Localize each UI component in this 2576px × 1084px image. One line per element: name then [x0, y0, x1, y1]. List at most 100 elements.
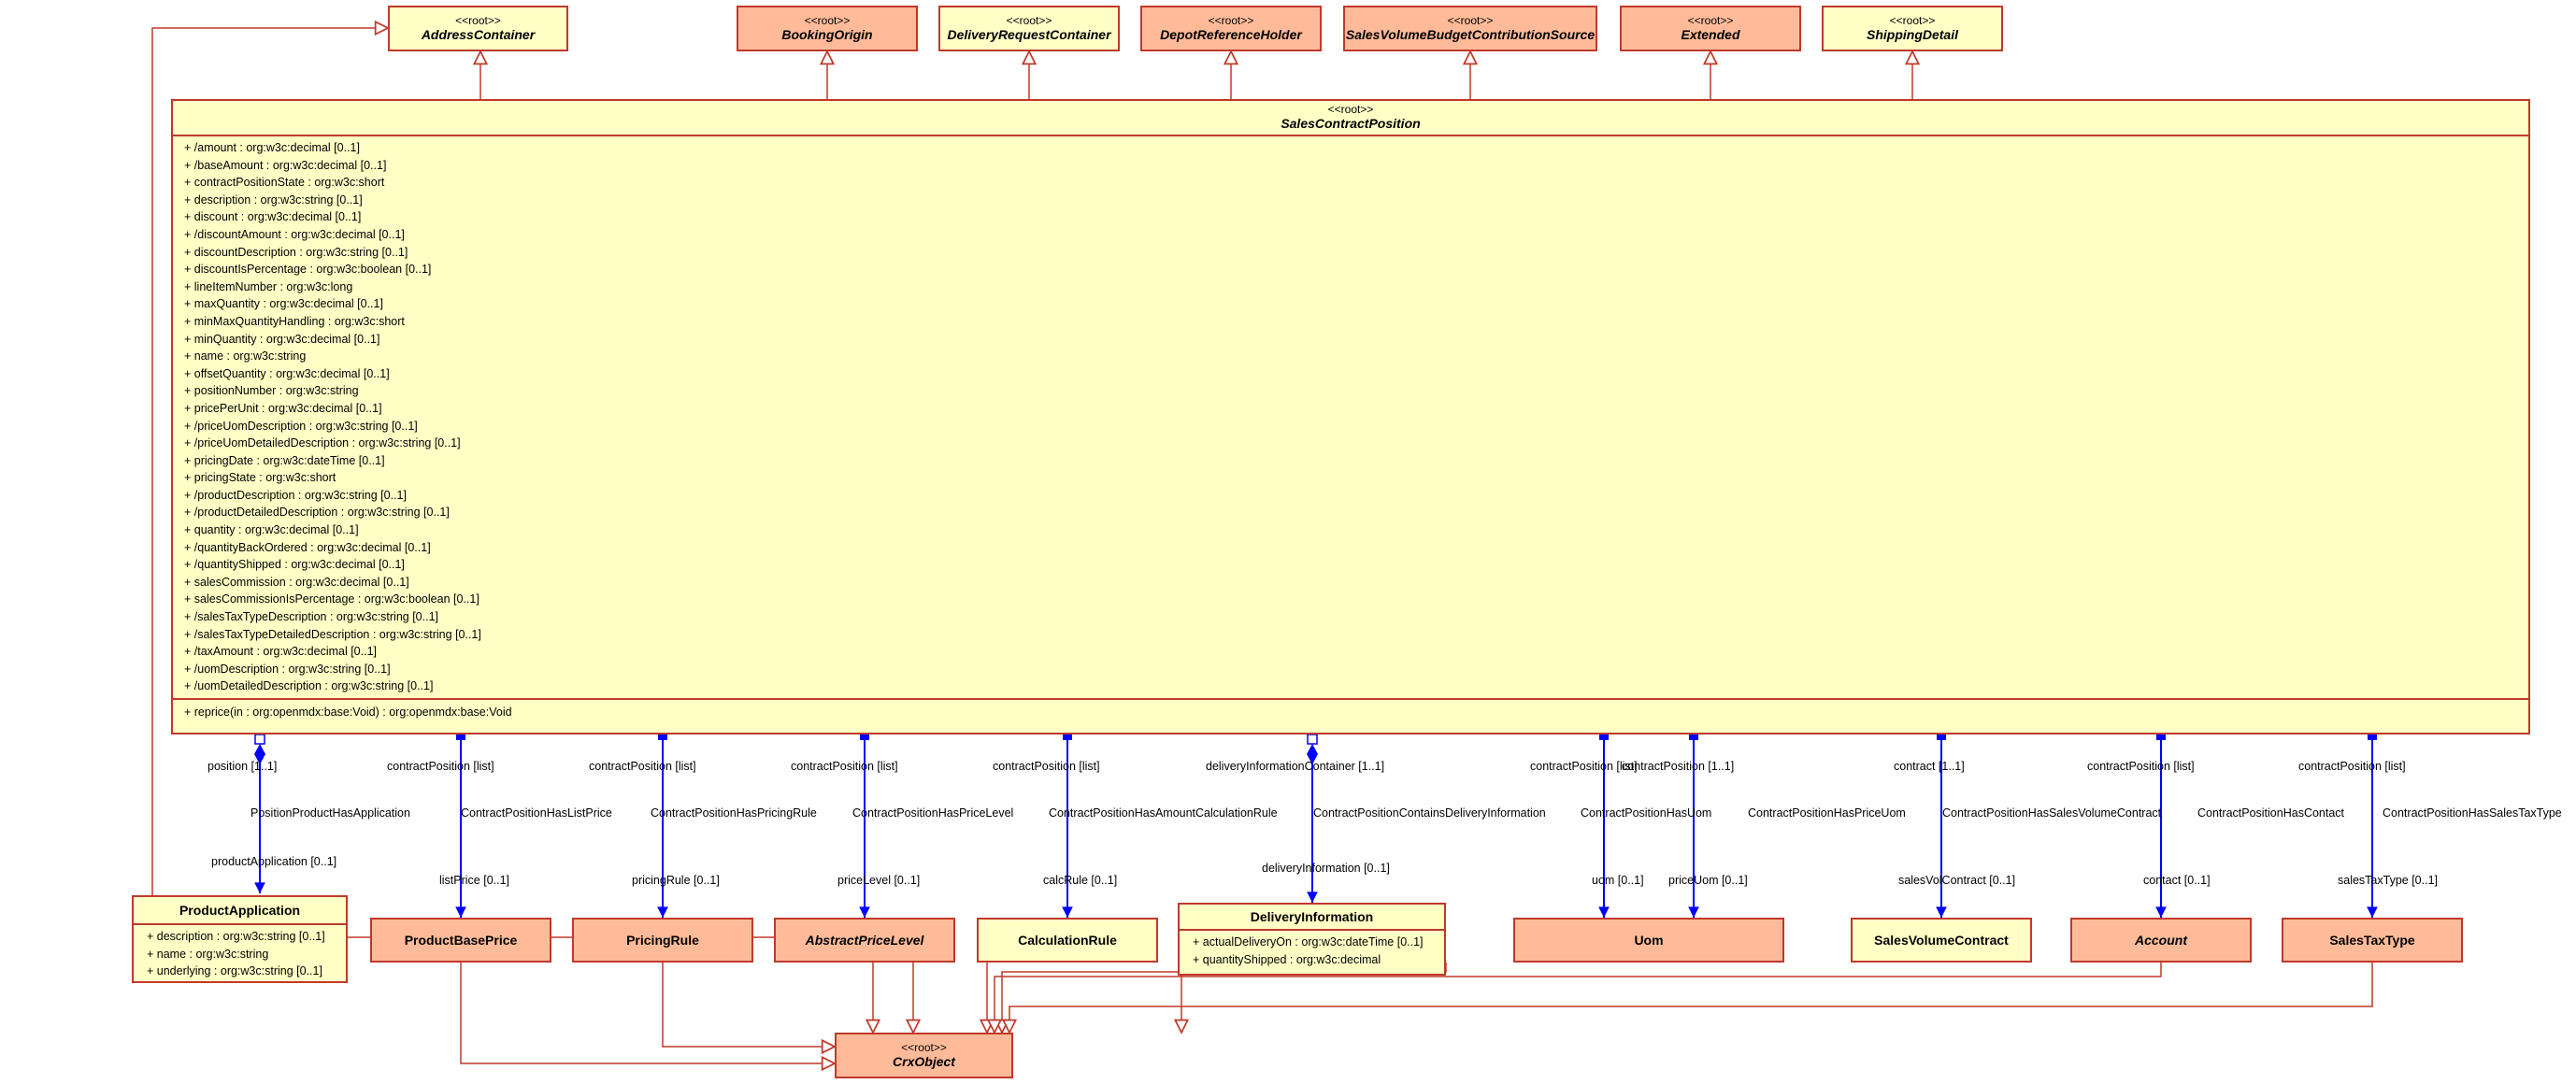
class-title-section: <<root>> SalesContractPosition — [173, 101, 2528, 136]
assoc-target-role: priceUom [0..1] — [1668, 874, 1748, 887]
class-name: AbstractPriceLevel — [805, 932, 924, 948]
class-address-container[interactable]: <<root>>AddressContainer — [388, 6, 568, 51]
assoc-name: ContractPositionContainsDeliveryInformat… — [1313, 806, 1546, 820]
stereotype-label: <<root>> — [1447, 14, 1494, 27]
assoc-source-role: contract [1..1] — [1894, 760, 1965, 773]
class-depot-reference-holder[interactable]: <<root>>DepotReferenceHolder — [1140, 6, 1322, 51]
attribute: + /discountAmount : org:w3c:decimal [0..… — [184, 227, 405, 241]
attribute: + pricePerUnit : org:w3c:decimal [0..1] — [184, 401, 382, 415]
class-delivery-information[interactable]: DeliveryInformation + actualDeliveryOn :… — [1178, 903, 1446, 976]
attribute: + /baseAmount : org:w3c:decimal [0..1] — [184, 158, 387, 172]
association-end-dot — [1063, 735, 1072, 740]
class-extended[interactable]: <<root>>Extended — [1620, 6, 1801, 51]
class-name: Account — [2135, 932, 2187, 948]
assoc-name: PositionProductHasApplication — [250, 806, 410, 820]
association-end-dot — [1599, 735, 1609, 740]
attribute-list: + /amount : org:w3c:decimal [0..1] + /bas… — [173, 136, 2528, 700]
association-end-dot — [860, 735, 869, 740]
attribute-list: + description : org:w3c:string [0..1]+ n… — [134, 925, 346, 983]
attribute: + /priceUomDescription : org:w3c:string … — [184, 419, 418, 433]
assoc-name: ContractPositionHasSalesTaxType — [2383, 806, 2562, 820]
association-end-dot — [1937, 735, 1946, 740]
class-name: AddressContainer — [421, 27, 536, 42]
attribute: + name : org:w3c:string — [147, 947, 269, 961]
assoc-name: ContractPositionHasPriceUom — [1748, 806, 1906, 820]
class-delivery-request-container[interactable]: <<root>>DeliveryRequestContainer — [938, 6, 1120, 51]
attribute: + /amount : org:w3c:decimal [0..1] — [184, 141, 360, 154]
attribute: + name : org:w3c:string — [184, 349, 307, 364]
assoc-source-role: contractPosition [list] — [387, 760, 494, 773]
class-name: DeliveryRequestContainer — [947, 27, 1111, 42]
class-name: Uom — [1634, 932, 1664, 948]
assoc-source-role: contractPosition [list] — [2298, 760, 2406, 773]
class-shipping-detail[interactable]: <<root>>ShippingDetail — [1822, 6, 2003, 51]
attribute: + pricingState : org:w3c:short — [184, 471, 336, 485]
assoc-source-role: contractPosition [list] — [589, 760, 696, 773]
assoc-target-role: deliveryInformation [0..1] — [1262, 862, 1390, 875]
stereotype-label: <<root>> — [901, 1041, 947, 1054]
class-product-application[interactable]: ProductApplication + description : org:w… — [132, 895, 348, 983]
class-pricing-rule[interactable]: PricingRule — [572, 918, 753, 963]
class-account[interactable]: Account — [2070, 918, 2252, 963]
class-sales-volume-contract[interactable]: SalesVolumeContract — [1851, 918, 2032, 963]
assoc-name: ContractPositionHasUom — [1581, 806, 1712, 820]
association-end-dot — [2368, 735, 2377, 740]
attribute: + underlying : org:w3c:string [0..1] — [147, 964, 322, 978]
class-sales-volume-budget-contribution-source[interactable]: <<root>>SalesVolumeBudgetContributionSou… — [1343, 6, 1597, 51]
attribute: + /salesTaxTypeDetailedDescription : org… — [184, 627, 481, 641]
association-edges — [254, 738, 2378, 918]
assoc-target-role: productApplication [0..1] — [211, 855, 337, 868]
attribute: + discountIsPercentage : org:w3c:boolean… — [184, 263, 432, 277]
stereotype-label: <<root>> — [1006, 14, 1052, 27]
attribute: + salesCommissionIsPercentage : org:w3c:… — [184, 592, 479, 606]
attribute: + minQuantity : org:w3c:decimal [0..1] — [184, 332, 380, 346]
attribute: + discountDescription : org:w3c:string [… — [184, 245, 408, 259]
gen-edge-productbaseprice-to-crxobject — [460, 963, 835, 1063]
association-ends — [254, 734, 2377, 764]
class-uom[interactable]: Uom — [1513, 918, 1784, 963]
class-name: CalculationRule — [1018, 932, 1117, 948]
class-title-section: ProductApplication — [134, 897, 346, 925]
class-name: SalesTaxType — [2329, 932, 2415, 948]
association-end-dot — [456, 735, 465, 740]
assoc-name: ContractPositionHasAmountCalculationRule — [1049, 806, 1278, 820]
assoc-source-role: contractPosition [list] — [791, 760, 898, 773]
assoc-source-role: contractPosition [list] — [993, 760, 1100, 773]
class-name: SalesVolumeBudgetContributionSource — [1345, 27, 1596, 42]
gen-edge-salestaxtype-to-crxobject — [1009, 963, 2373, 1033]
class-product-base-price[interactable]: ProductBasePrice — [370, 918, 551, 963]
assoc-source-role: position [1..1] — [208, 760, 278, 773]
attribute: + reprice(in : org:openmdx:base:Void) : … — [184, 706, 512, 719]
assoc-name: ContractPositionHasPricingRule — [651, 806, 817, 820]
class-name: DeliveryInformation — [1250, 909, 1374, 924]
assoc-target-role: salesVolContract [0..1] — [1898, 874, 2016, 887]
class-booking-origin[interactable]: <<root>>BookingOrigin — [737, 6, 918, 51]
assoc-target-role: pricingRule [0..1] — [632, 874, 720, 887]
class-sales-tax-type[interactable]: SalesTaxType — [2282, 918, 2463, 963]
assoc-name: ContractPositionHasSalesVolumeContract — [1942, 806, 2162, 820]
stereotype-label: <<root>> — [455, 14, 501, 27]
attribute: + actualDeliveryOn : org:w3c:dateTime [0… — [1193, 935, 1424, 948]
stereotype-label: <<root>> — [1208, 14, 1254, 27]
attribute: + contractPositionState : org:w3c:short — [184, 176, 385, 190]
class-name: CrxObject — [893, 1054, 955, 1069]
attribute: + salesCommission : org:w3c:decimal [0..… — [184, 575, 409, 589]
composition-diamond — [254, 744, 265, 764]
assoc-source-role: contractPosition [1..1] — [1622, 760, 1735, 773]
class-name: SalesContractPosition — [1281, 116, 1421, 131]
class-calculation-rule[interactable]: CalculationRule — [977, 918, 1158, 963]
assoc-target-role: calcRule [0..1] — [1043, 874, 1118, 887]
attribute: + /salesTaxTypeDescription : org:w3c:str… — [184, 610, 438, 624]
association-end-dot — [1689, 735, 1698, 740]
attribute: + discount : org:w3c:decimal [0..1] — [184, 210, 362, 224]
association-end-dot — [658, 735, 667, 740]
association-end-dot — [2156, 735, 2166, 740]
class-sales-contract-position[interactable]: <<root>> SalesContractPosition + /amount… — [171, 99, 2530, 735]
class-crx-object[interactable]: <<root>>CrxObject — [835, 1033, 1013, 1078]
class-abstract-price-level[interactable]: AbstractPriceLevel — [774, 918, 955, 963]
attribute: + /quantityBackOrdered : org:w3c:decimal… — [184, 540, 431, 554]
stereotype-label: <<root>> — [1687, 14, 1734, 27]
class-name: ShippingDetail — [1867, 27, 1958, 42]
assoc-target-role: listPrice [0..1] — [439, 874, 510, 887]
